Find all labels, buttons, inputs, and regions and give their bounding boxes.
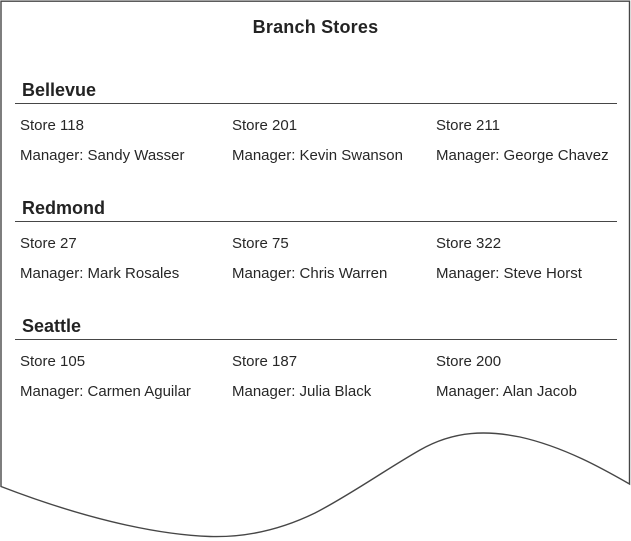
section-seattle: Seattle Store 105 Manager: Carmen Aguila…	[0, 316, 631, 401]
section-divider	[15, 339, 617, 340]
store-number: Store 187	[232, 353, 298, 370]
store-cell: Store 211 Manager: George Chavez	[436, 117, 625, 165]
store-number: Store 105	[20, 353, 86, 370]
store-manager: Manager: Kevin Swanson	[232, 147, 403, 164]
page-title: Branch Stores	[252, 17, 379, 37]
store-cell: Store 322 Manager: Steve Horst	[436, 235, 625, 283]
store-number: Store 118	[20, 117, 84, 134]
store-manager: Manager: Mark Rosales	[20, 265, 180, 282]
store-row: Store 27 Manager: Mark Rosales Store 75 …	[0, 235, 631, 283]
store-cell: Store 118 Manager: Sandy Wasser	[20, 117, 232, 165]
store-manager: Manager: Sandy Wasser	[20, 147, 185, 164]
section-divider	[15, 221, 617, 222]
store-number: Store 27	[20, 235, 77, 252]
section-heading: Redmond	[22, 198, 105, 218]
store-number: Store 200	[436, 353, 502, 370]
section-divider	[15, 103, 617, 104]
section-heading: Bellevue	[22, 80, 97, 100]
store-row: Store 118 Manager: Sandy Wasser Store 20…	[0, 117, 631, 165]
store-cell: Store 27 Manager: Mark Rosales	[20, 235, 232, 283]
store-cell: Store 105 Manager: Carmen Aguilar	[20, 353, 232, 401]
store-manager: Manager: Alan Jacob	[436, 383, 577, 400]
section-heading: Seattle	[22, 316, 82, 336]
store-cell: Store 187 Manager: Julia Black	[232, 353, 436, 401]
store-manager: Manager: Chris Warren	[232, 265, 388, 282]
store-manager: Manager: George Chavez	[436, 147, 609, 164]
store-manager: Manager: Carmen Aguilar	[20, 383, 191, 400]
report-content: Branch Stores Bellevue Store 118 Manager…	[0, 17, 631, 401]
store-number: Store 75	[232, 235, 289, 252]
store-cell: Store 201 Manager: Kevin Swanson	[232, 117, 436, 165]
store-cell: Store 200 Manager: Alan Jacob	[436, 353, 625, 401]
section-redmond: Redmond Store 27 Manager: Mark Rosales S…	[0, 198, 631, 283]
section-bellevue: Bellevue Store 118 Manager: Sandy Wasser…	[0, 80, 631, 165]
store-manager: Manager: Julia Black	[232, 383, 372, 400]
store-number: Store 322	[436, 235, 502, 252]
store-row: Store 105 Manager: Carmen Aguilar Store …	[0, 353, 631, 401]
store-cell: Store 75 Manager: Chris Warren	[232, 235, 436, 283]
store-number: Store 211	[436, 117, 500, 134]
store-number: Store 201	[232, 117, 298, 134]
store-manager: Manager: Steve Horst	[436, 265, 582, 282]
